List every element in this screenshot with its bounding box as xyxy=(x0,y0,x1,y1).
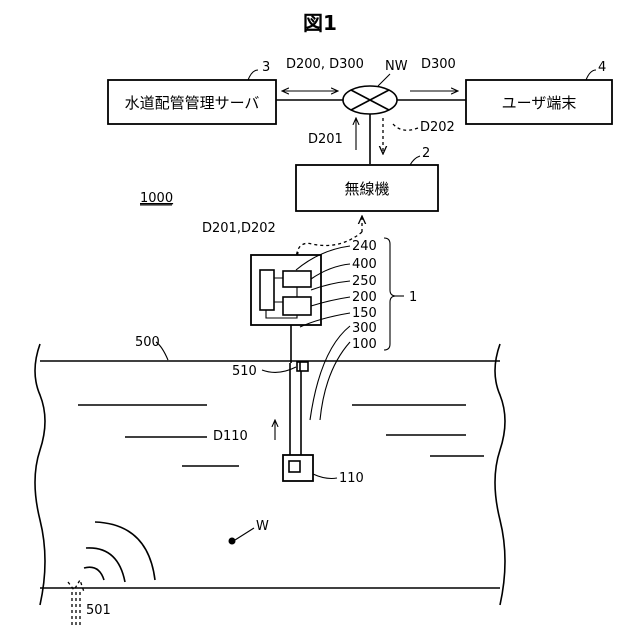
unit-ref-200: 200 xyxy=(352,290,377,305)
network-ref: NW xyxy=(385,59,408,74)
terminal-link-label: D300 xyxy=(421,57,456,72)
group-ref: 1 xyxy=(409,290,417,305)
unit-ref-150: 150 xyxy=(352,306,377,321)
server-label: 水道配管管理サーバ xyxy=(125,94,260,112)
downlink-leader xyxy=(393,124,418,130)
leak-sound-waves xyxy=(84,522,155,582)
radio-label: D201,D202 xyxy=(202,221,276,236)
server-ref-leader xyxy=(248,70,258,80)
wireless-device-ref: 2 xyxy=(422,146,430,161)
mount-ref: 510 xyxy=(232,364,257,379)
uplink-label: D201 xyxy=(308,132,343,147)
unit-ref-100: 100 xyxy=(352,337,377,352)
water-lines xyxy=(78,405,484,466)
downlink-label: D202 xyxy=(420,120,455,135)
network-ref-leader xyxy=(378,74,390,86)
leak-ref: 501 xyxy=(86,603,111,618)
mount-fitting xyxy=(297,362,308,371)
user-terminal-ref-leader xyxy=(586,70,596,80)
unit-ref-400: 400 xyxy=(352,257,377,272)
user-terminal-ref: 4 xyxy=(598,60,606,75)
sensor-ref-leader xyxy=(313,474,337,479)
server-ref: 3 xyxy=(262,60,270,75)
sensor-data-label: D110 xyxy=(213,429,248,444)
network-node xyxy=(343,86,397,114)
pipe-left-cut xyxy=(35,344,45,605)
water-ref: W xyxy=(256,519,269,534)
unit-ref-240: 240 xyxy=(352,239,377,254)
leak-point xyxy=(68,580,84,625)
figure-title: 図1 xyxy=(303,11,337,35)
sensor-ref: 110 xyxy=(339,471,364,486)
unit-ref-250: 250 xyxy=(352,274,377,289)
water-point xyxy=(229,538,236,545)
unit-ref-300: 300 xyxy=(352,321,377,336)
sensor-head xyxy=(283,455,313,481)
user-terminal-label: ユーザ端末 xyxy=(502,94,577,112)
water-point-leader xyxy=(235,528,254,540)
wireless-device-ref-leader xyxy=(410,156,420,165)
mount-ref-leader xyxy=(262,367,296,372)
server-link-label: D200, D300 xyxy=(286,57,364,72)
wireless-device-label: 無線機 xyxy=(344,180,389,198)
group-bracket xyxy=(384,238,396,350)
pipe-right-cut xyxy=(495,344,505,605)
system-ref: 1000 xyxy=(140,191,173,206)
